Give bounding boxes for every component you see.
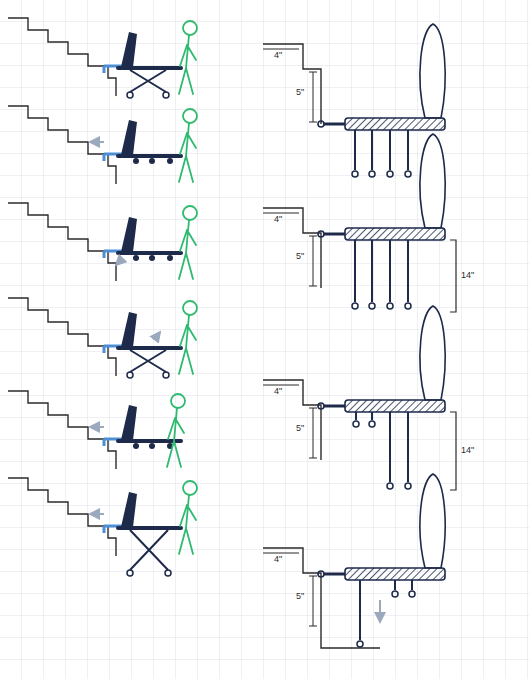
dimension-label: 5" bbox=[296, 88, 304, 97]
dimension-label: 4" bbox=[274, 555, 282, 564]
wheel bbox=[133, 255, 139, 261]
x-legs bbox=[130, 530, 168, 570]
person bbox=[179, 21, 197, 94]
chair-legs bbox=[360, 580, 412, 640]
caster bbox=[405, 303, 411, 309]
motion-arrow bbox=[154, 332, 160, 340]
caster bbox=[352, 303, 358, 309]
caster bbox=[352, 171, 358, 177]
caster bbox=[369, 171, 375, 177]
dimension-label: 14" bbox=[461, 271, 474, 280]
motion-arrow bbox=[90, 141, 104, 143]
wheel bbox=[149, 443, 155, 449]
caster bbox=[405, 171, 411, 177]
panel-4 bbox=[8, 298, 197, 378]
motion-arrow bbox=[90, 513, 104, 515]
wheel bbox=[127, 570, 133, 576]
caster bbox=[405, 483, 411, 489]
stairs bbox=[8, 18, 116, 96]
dimension-label: 5" bbox=[296, 424, 304, 433]
wheel bbox=[149, 158, 155, 164]
motion-arrow bbox=[379, 600, 381, 622]
stairs bbox=[8, 478, 116, 556]
stairs bbox=[263, 380, 321, 460]
caster bbox=[387, 171, 393, 177]
dimension-label: 5" bbox=[296, 592, 304, 601]
chair-panel-2 bbox=[263, 134, 456, 312]
caster bbox=[387, 483, 393, 489]
dimension-label: 14" bbox=[461, 446, 474, 455]
panel-1 bbox=[8, 18, 197, 98]
wheel bbox=[127, 92, 133, 98]
dimension-label: 4" bbox=[274, 215, 282, 224]
cart bbox=[104, 492, 181, 533]
caster bbox=[369, 303, 375, 309]
panel-5 bbox=[8, 391, 185, 469]
stairs bbox=[8, 203, 116, 281]
person bbox=[167, 394, 185, 467]
caster bbox=[369, 421, 375, 427]
panel-3 bbox=[8, 203, 197, 281]
wheel bbox=[133, 158, 139, 164]
cart bbox=[104, 405, 181, 446]
chair-panel-1 bbox=[263, 24, 445, 177]
cart bbox=[104, 32, 181, 73]
chair-panel-4 bbox=[263, 474, 445, 648]
dimension-label: 5" bbox=[296, 252, 304, 261]
wheel bbox=[167, 158, 173, 164]
caster bbox=[387, 303, 393, 309]
stairs bbox=[8, 298, 116, 376]
wheel bbox=[165, 570, 171, 576]
motion-arrow bbox=[116, 259, 122, 265]
stairs bbox=[263, 548, 321, 628]
chair-legs bbox=[356, 412, 408, 482]
person bbox=[179, 301, 197, 374]
person bbox=[179, 109, 197, 182]
stairs bbox=[8, 106, 116, 184]
wheel bbox=[167, 255, 173, 261]
x-legs bbox=[130, 70, 166, 92]
wheel bbox=[149, 255, 155, 261]
motion-arrow bbox=[90, 426, 104, 428]
cart bbox=[104, 217, 181, 258]
panel-2 bbox=[8, 106, 197, 184]
chair bbox=[318, 474, 445, 580]
stairs bbox=[263, 44, 321, 124]
panel-6 bbox=[8, 478, 197, 576]
height-bracket bbox=[450, 240, 456, 312]
stairs bbox=[263, 208, 321, 288]
wheel bbox=[127, 372, 133, 378]
chair-legs bbox=[355, 240, 408, 302]
person bbox=[179, 481, 197, 554]
chair bbox=[318, 134, 445, 240]
cart bbox=[104, 120, 181, 161]
chair bbox=[318, 24, 445, 130]
stairs bbox=[8, 391, 116, 469]
x-legs bbox=[130, 350, 166, 372]
lower-step bbox=[321, 628, 380, 648]
wheel bbox=[163, 372, 169, 378]
chair bbox=[318, 306, 445, 412]
caster bbox=[392, 591, 398, 597]
caster bbox=[353, 421, 359, 427]
cart bbox=[104, 312, 181, 353]
height-bracket bbox=[450, 412, 456, 490]
person bbox=[179, 206, 197, 279]
dimension-label: 4" bbox=[274, 387, 282, 396]
dimension-label: 4" bbox=[274, 51, 282, 60]
caster bbox=[409, 591, 415, 597]
chair-legs bbox=[355, 130, 408, 170]
chair-panel-3 bbox=[263, 306, 456, 490]
wheel bbox=[133, 443, 139, 449]
wheel bbox=[163, 92, 169, 98]
caster bbox=[357, 641, 363, 647]
